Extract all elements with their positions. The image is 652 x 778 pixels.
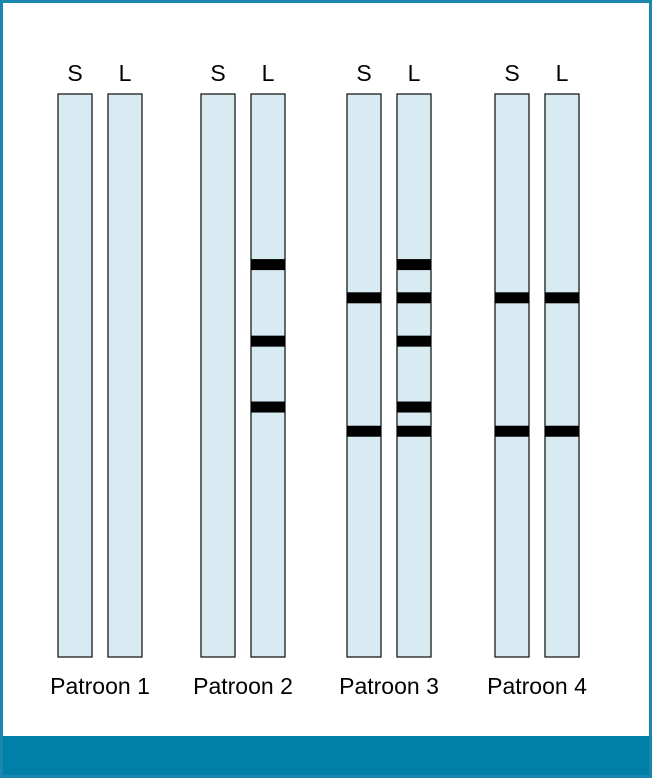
band xyxy=(495,292,529,304)
strip xyxy=(396,93,432,658)
pattern-label: Patroon 3 xyxy=(339,673,439,699)
strip xyxy=(200,93,236,658)
pattern-label: Patroon 1 xyxy=(50,673,150,699)
strip xyxy=(57,93,93,658)
pattern-label: Patroon 4 xyxy=(487,673,587,699)
strip xyxy=(346,93,382,658)
band xyxy=(545,425,579,437)
pattern-group: S L Patroon 3 xyxy=(339,60,439,699)
pattern-label: Patroon 2 xyxy=(193,673,293,699)
strip xyxy=(494,93,530,658)
band xyxy=(397,292,431,304)
footer-bar xyxy=(3,736,649,775)
band xyxy=(495,425,529,437)
band xyxy=(545,292,579,304)
strip xyxy=(107,93,143,658)
lane-label: L xyxy=(262,60,275,86)
lane-label: L xyxy=(408,60,421,86)
lane-label: S xyxy=(356,60,371,86)
band-pattern-diagram: S L Patroon 1 S L Patroon 2 S L Patroon 3 S L Patro… xyxy=(50,60,587,699)
band xyxy=(397,401,431,413)
lane-label: S xyxy=(504,60,519,86)
pattern-group: S L Patroon 2 xyxy=(193,60,293,699)
strip xyxy=(250,93,286,658)
band xyxy=(251,401,285,413)
band xyxy=(347,292,381,304)
band xyxy=(397,425,431,437)
band xyxy=(347,425,381,437)
band xyxy=(251,335,285,347)
lane-label: S xyxy=(210,60,225,86)
band xyxy=(251,259,285,271)
lane-label: L xyxy=(119,60,132,86)
lane-label: S xyxy=(67,60,82,86)
pattern-group: S L Patroon 1 xyxy=(50,60,150,699)
strip xyxy=(544,93,580,658)
band xyxy=(397,335,431,347)
lane-label: L xyxy=(556,60,569,86)
pattern-group: S L Patroon 4 xyxy=(487,60,587,699)
band xyxy=(397,259,431,271)
